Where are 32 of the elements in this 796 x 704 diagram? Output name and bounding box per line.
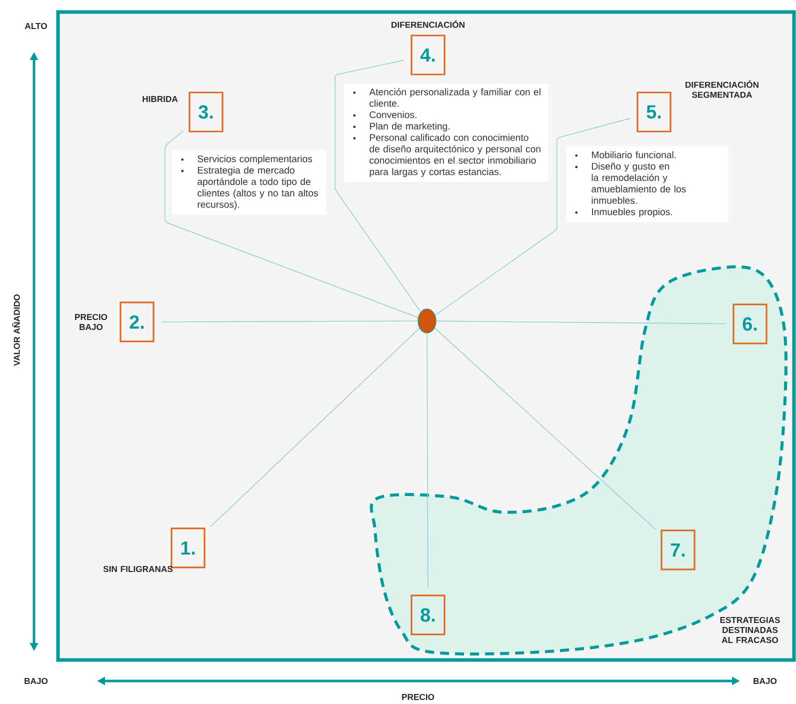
- strategy-label: PRECIO BAJO: [75, 314, 108, 330]
- number-box: 6.: [732, 304, 768, 344]
- center-dot: [418, 308, 436, 334]
- bullet-list-box: Mobiliario funcional. Diseño y gusto en la remodelación y amueblamiento de los inmuebles. Inmuebles propios.: [566, 146, 728, 222]
- axis-label: VALOR AÑADIDO: [12, 294, 20, 366]
- strategy-label: DIFERENCIACIÓN SEGMENTADA: [686, 80, 758, 98]
- connector-line: [434, 118, 630, 316]
- number-box: 7.: [660, 530, 696, 570]
- bullet-list-box: Servicios complementarios Estrategia de mercado aportándole a todo tipo de clientes (altos y no tan altos recursos).: [172, 150, 326, 215]
- axis-label: PRECIO: [402, 694, 434, 700]
- connector-line: [436, 320, 726, 324]
- connector-line: [210, 328, 420, 528]
- number-box: 8.: [410, 594, 446, 636]
- axis-label: ALTO: [24, 22, 47, 30]
- connector-line: [160, 320, 418, 322]
- number-box: 2.: [120, 302, 154, 342]
- connector-line: [164, 130, 418, 318]
- connector-line: [434, 328, 656, 530]
- strategy-label: ESTRATEGIAS DESTINADAS AL FRACASO: [720, 616, 780, 644]
- number-box: 3.: [188, 92, 224, 132]
- axis-label: BAJO: [754, 678, 777, 684]
- number-box: 5.: [636, 92, 672, 132]
- axis-label: BAJO: [24, 678, 48, 684]
- connector-line: [334, 60, 422, 312]
- number-box: 1.: [170, 528, 206, 568]
- connector-line: [426, 332, 428, 588]
- bullet-list-box: Atención personalizada y familiar con el cliente. Convenios. Plan de marketing. Personal calificado con conocimiento de diseño arquitectónico y personal con conocimientos en el sector inmobiliario para largas y cortas estancias.: [344, 83, 548, 182]
- strategy-label: DIFERENCIACIÓN: [392, 20, 464, 28]
- strategy-label: SIN FILIGRANAS: [103, 566, 173, 572]
- strategy-label: HIBRIDA: [142, 96, 178, 102]
- number-box: 4.: [410, 34, 446, 76]
- failure-zone: [370, 265, 788, 656]
